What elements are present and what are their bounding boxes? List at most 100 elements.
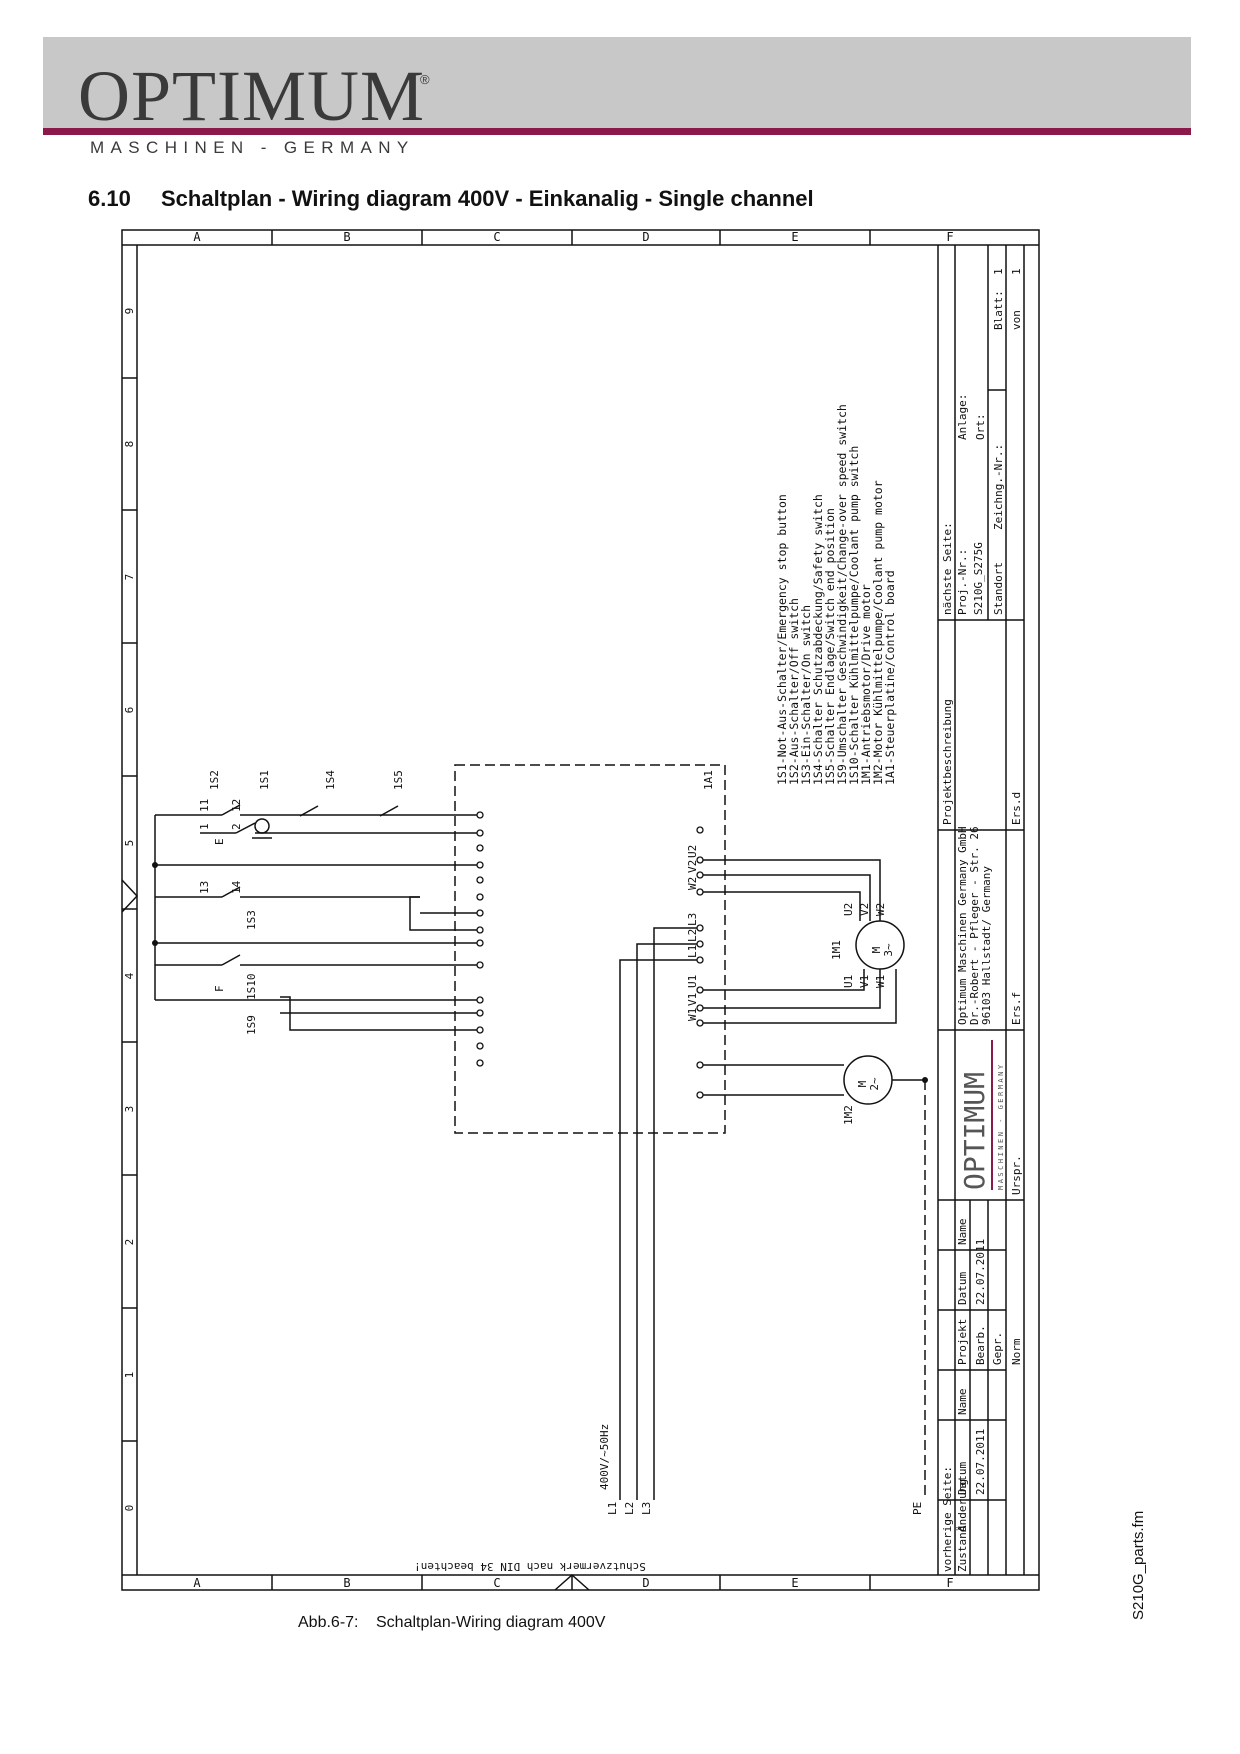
label-1m1: 1M1 [830,940,843,960]
motor-u2: U2 [842,903,855,916]
term-u1: U1 [686,975,699,988]
contact-2: 2 [230,823,243,830]
tb-logo-subtitle: MASCHINEN - GERMANY [997,1062,1005,1190]
contact-13: 13 [198,881,211,894]
tb-blatt: Blatt: [992,290,1005,330]
contact-1: 1 [198,823,211,830]
tb-datum2: Datum [956,1272,969,1305]
row-number-7: 7 [123,574,136,581]
motor-w2: W2 [874,903,887,916]
header-rule [43,128,1191,135]
tb-logo-rule [991,1040,993,1190]
tb-name2: Name [956,1219,969,1246]
col-letter-f-bottom: F [946,1576,953,1590]
col-letter-a-bottom: A [193,1576,201,1590]
label-1s5: 1S5 [392,770,405,790]
col-letter-b-bottom: B [343,1576,350,1590]
label-1s3: 1S3 [245,910,258,930]
term-l2: L2 [686,929,699,942]
tb-optimum-logo: OPTIMUM [958,1072,991,1190]
tb-standort: Standort [992,562,1005,615]
label-1a1: 1A1 [702,770,715,790]
legend-1m2: 1M2-Motor Kühlmittelpumpe/Coolant pump m… [871,480,885,785]
legend-1s2: 1S2-Aus-Schalter/Off switch [787,598,801,785]
term-w2: W2 [686,877,699,890]
term-l1: L1 [686,945,699,958]
supply-l1: L1 [606,1502,619,1515]
tb-company-1: Optimum Maschinen Germany GmbH [956,826,969,1025]
term-w1: W1 [686,1008,699,1021]
contact-11: 11 [198,799,211,812]
motor-v2: V2 [858,903,871,916]
label-1m2: 1M2 [842,1105,855,1125]
term-v2: V2 [686,860,699,873]
tb-ers-f: Ers.f [1010,992,1023,1025]
row-number-9: 9 [123,308,136,315]
supply-pe: PE [911,1502,924,1515]
term-v1: V1 [686,993,699,1006]
optimum-logo: OPTIMUM [78,56,426,136]
tb-norm: Norm [1010,1338,1023,1365]
figure-number: Abb.6-7: [298,1614,359,1631]
figure-caption: Abb.6-7: Schaltplan-Wiring diagram 400V [298,1614,605,1632]
legend-1s9: 1S9-Umschalter Geschwindigkeit/Change-ov… [835,404,849,785]
row-number-1: 1 [123,1372,136,1379]
legend-1s5: 1S5-Schalter Endlage/Switch end position [823,508,837,785]
tb-datum: Datum [956,1462,969,1495]
tb-aenderung: Änderung [956,1479,969,1532]
side-file-name: S210G_parts.fm [1130,1510,1147,1620]
col-letter-c-top: C [493,230,500,244]
protection-note: Schutzvermerk nach DIN 34 beachten! [414,1560,646,1573]
tb-bearb: Bearb. [974,1325,987,1365]
row-number-4: 4 [123,972,136,979]
motor-u1: U1 [842,975,855,988]
motor-1m2-symbol: M [856,1080,869,1087]
supply-l3: L3 [640,1502,653,1515]
row-number-3: 3 [123,1106,136,1113]
tb-next-page: nächste Seite: [941,522,954,615]
row-number-5: 5 [123,840,136,847]
contact-14: 14 [230,880,243,894]
section-title-text: Schaltplan - Wiring diagram 400V - Einka… [161,186,814,211]
row-number-8: 8 [123,441,136,448]
motor-w1: W1 [874,975,887,988]
legend-1m1: 1M1-Antriebsmotor/Drive motor [859,584,873,785]
header-band [43,37,1191,128]
tb-projekt: Projekt [956,1319,969,1365]
col-letter-f-top: F [946,230,953,244]
legend-1s1: 1S1-Not-Aus-Schalter/Emergency stop butt… [775,494,789,785]
figure-caption-text: Schaltplan-Wiring diagram 400V [376,1614,606,1631]
tb-blatt-value: 1 [992,268,1005,275]
motor-v1: V1 [858,975,871,988]
tb-proj-nr: S210G_S275G [972,542,985,615]
legend-1s3: 1S3-Ein-Schalter/On switch [799,605,813,785]
tb-ursp: Urspr. [1010,1155,1023,1195]
tb-von: von [1010,310,1023,330]
logo-subtitle: MASCHINEN - GERMANY [90,138,415,157]
legend-1s4: 1S4-Schalter Schutzabdeckung/Safety swit… [811,494,825,785]
tb-name: Name [956,1389,969,1416]
tb-gepr: Gepr. [991,1332,1004,1365]
row-number-6: 6 [123,707,136,714]
row-number-0: 0 [123,1505,136,1512]
registered-mark: ® [420,72,430,87]
tb-rev-date: 22.07.2011 [974,1429,987,1495]
col-letter-d-bottom: D [642,1576,649,1590]
col-letter-e-top: E [791,230,798,244]
row-number-2: 2 [123,1239,136,1246]
col-letter-a-top: A [193,230,201,244]
col-letter-b-top: B [343,230,350,244]
actuator-f: F [213,985,226,992]
contact-12: 12 [230,799,243,812]
col-letter-c-bottom: C [493,1576,500,1590]
term-l3: L3 [686,913,699,926]
col-letter-d-top: D [642,230,649,244]
actuator-e: E [213,838,226,845]
tb-ort: Ort: [974,414,987,441]
tb-von-value: 1 [1010,268,1023,275]
legend-1s10: 1S10-Schalter Kühlmittelpumpe/Coolant pu… [847,446,861,785]
tb-zustand: Zustand [956,1526,969,1572]
label-1s10: 1S10 [245,974,258,1001]
supply-voltage: 400V/~50Hz [598,1424,611,1490]
